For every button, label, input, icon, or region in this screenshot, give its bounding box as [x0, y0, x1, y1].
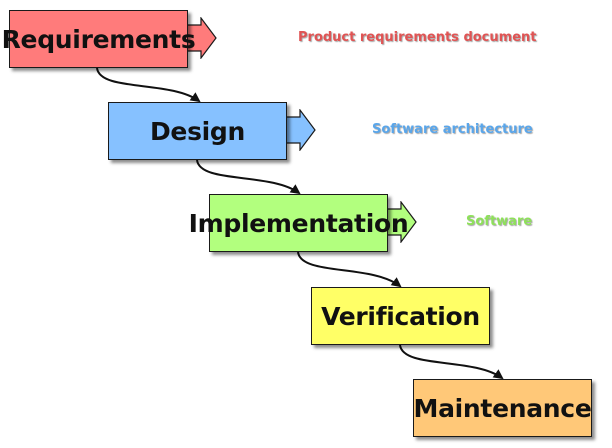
output-arrow-implementation — [386, 201, 417, 243]
phase-design-label: Design — [149, 116, 246, 146]
deliverable-design: Software architecture — [372, 122, 533, 137]
phase-implementation-label: Implementation — [188, 208, 409, 238]
phase-verification-label: Verification — [321, 301, 480, 331]
output-arrow-design — [285, 109, 316, 151]
connector-requirements-to-design — [96, 67, 201, 103]
output-arrow-requirements — [186, 17, 217, 59]
phase-implementation: Implementation — [189, 194, 409, 252]
connector-design-to-implementation — [196, 159, 301, 195]
deliverable-requirements: Product requirements document — [298, 30, 537, 45]
phase-maintenance: Maintenance — [413, 379, 592, 437]
connector-implementation-to-verification — [297, 251, 402, 288]
connector-verification-to-maintenance — [399, 344, 504, 380]
phase-maintenance-label: Maintenance — [413, 393, 592, 423]
phase-verification: Verification — [311, 287, 490, 345]
deliverable-implementation: Software — [466, 214, 533, 229]
phase-requirements-label: Requirements — [1, 24, 196, 54]
phase-requirements: Requirements — [2, 10, 196, 68]
phase-design: Design — [108, 102, 287, 160]
